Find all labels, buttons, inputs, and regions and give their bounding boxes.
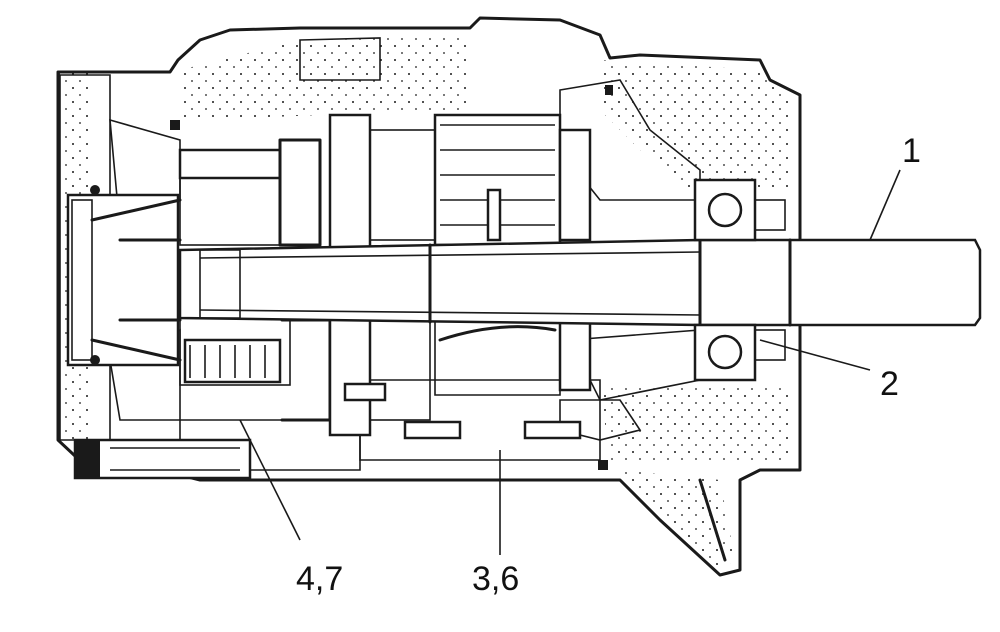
seals bbox=[90, 85, 613, 470]
leader-lines bbox=[239, 169, 901, 555]
right-cartridge bbox=[433, 113, 592, 396]
callout-3-6: 3,6 bbox=[472, 560, 519, 598]
callout-2: 2 bbox=[880, 365, 899, 403]
bolts bbox=[73, 188, 582, 480]
bearing bbox=[693, 178, 786, 382]
callout-4-7: 4,7 bbox=[296, 560, 343, 598]
housing bbox=[56, 16, 802, 577]
callout-1: 1 bbox=[902, 132, 921, 170]
end-cover bbox=[66, 193, 182, 367]
left-cartridge bbox=[178, 138, 332, 422]
drive-shaft bbox=[178, 238, 982, 327]
